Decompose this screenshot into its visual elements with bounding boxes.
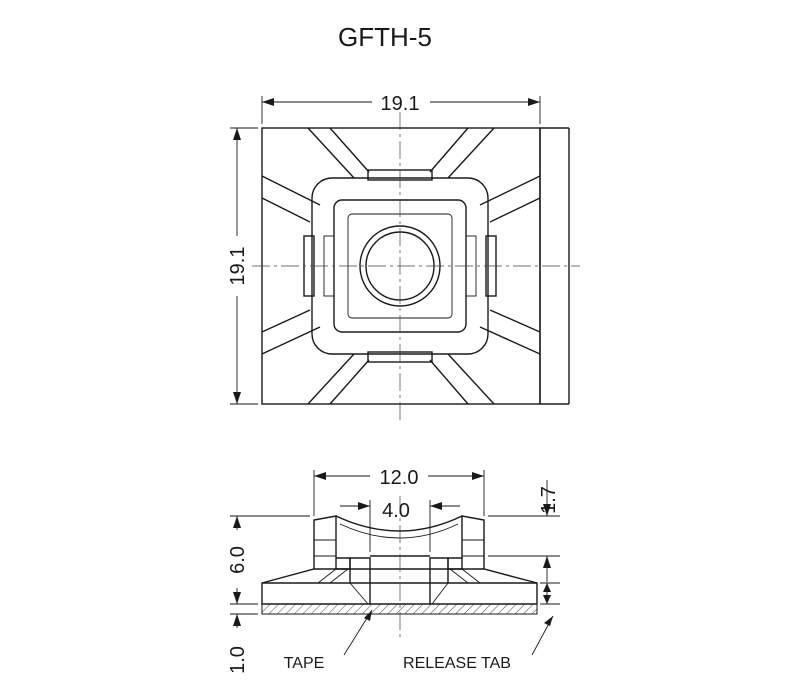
top-width-side-label: 12.0: [380, 467, 419, 489]
tape-label: TAPE: [284, 655, 325, 672]
top-height-label: 19.1: [227, 247, 249, 286]
tape-callout: TAPE: [284, 609, 373, 672]
top-width-label: 19.1: [381, 93, 420, 115]
side-view: [261, 496, 538, 640]
tape-thickness-dimension: 1.0: [227, 613, 258, 674]
body-height-dimension: 6.0: [227, 515, 310, 605]
slot-width-label: 4.0: [382, 500, 410, 522]
release-tab-callout: RELEASE TAB: [403, 615, 554, 672]
top-width-dimension: 19.1: [261, 93, 541, 124]
groove-depth-label: 1.7: [538, 486, 560, 514]
top-view: [252, 112, 580, 420]
top-width-side-dimension: 12.0: [313, 467, 485, 516]
groove-depth-dimension: 1.7: [488, 480, 560, 582]
drawing-title: GFTH-5: [338, 22, 432, 52]
release-tab-label: RELEASE TAB: [403, 655, 511, 672]
body-height-label: 6.0: [227, 546, 249, 574]
top-height-dimension: 19.1: [227, 127, 258, 405]
base-height-tick: [540, 582, 560, 605]
tape-thickness-label: 1.0: [227, 646, 249, 674]
slot-width-dimension: 4.0: [340, 500, 460, 552]
